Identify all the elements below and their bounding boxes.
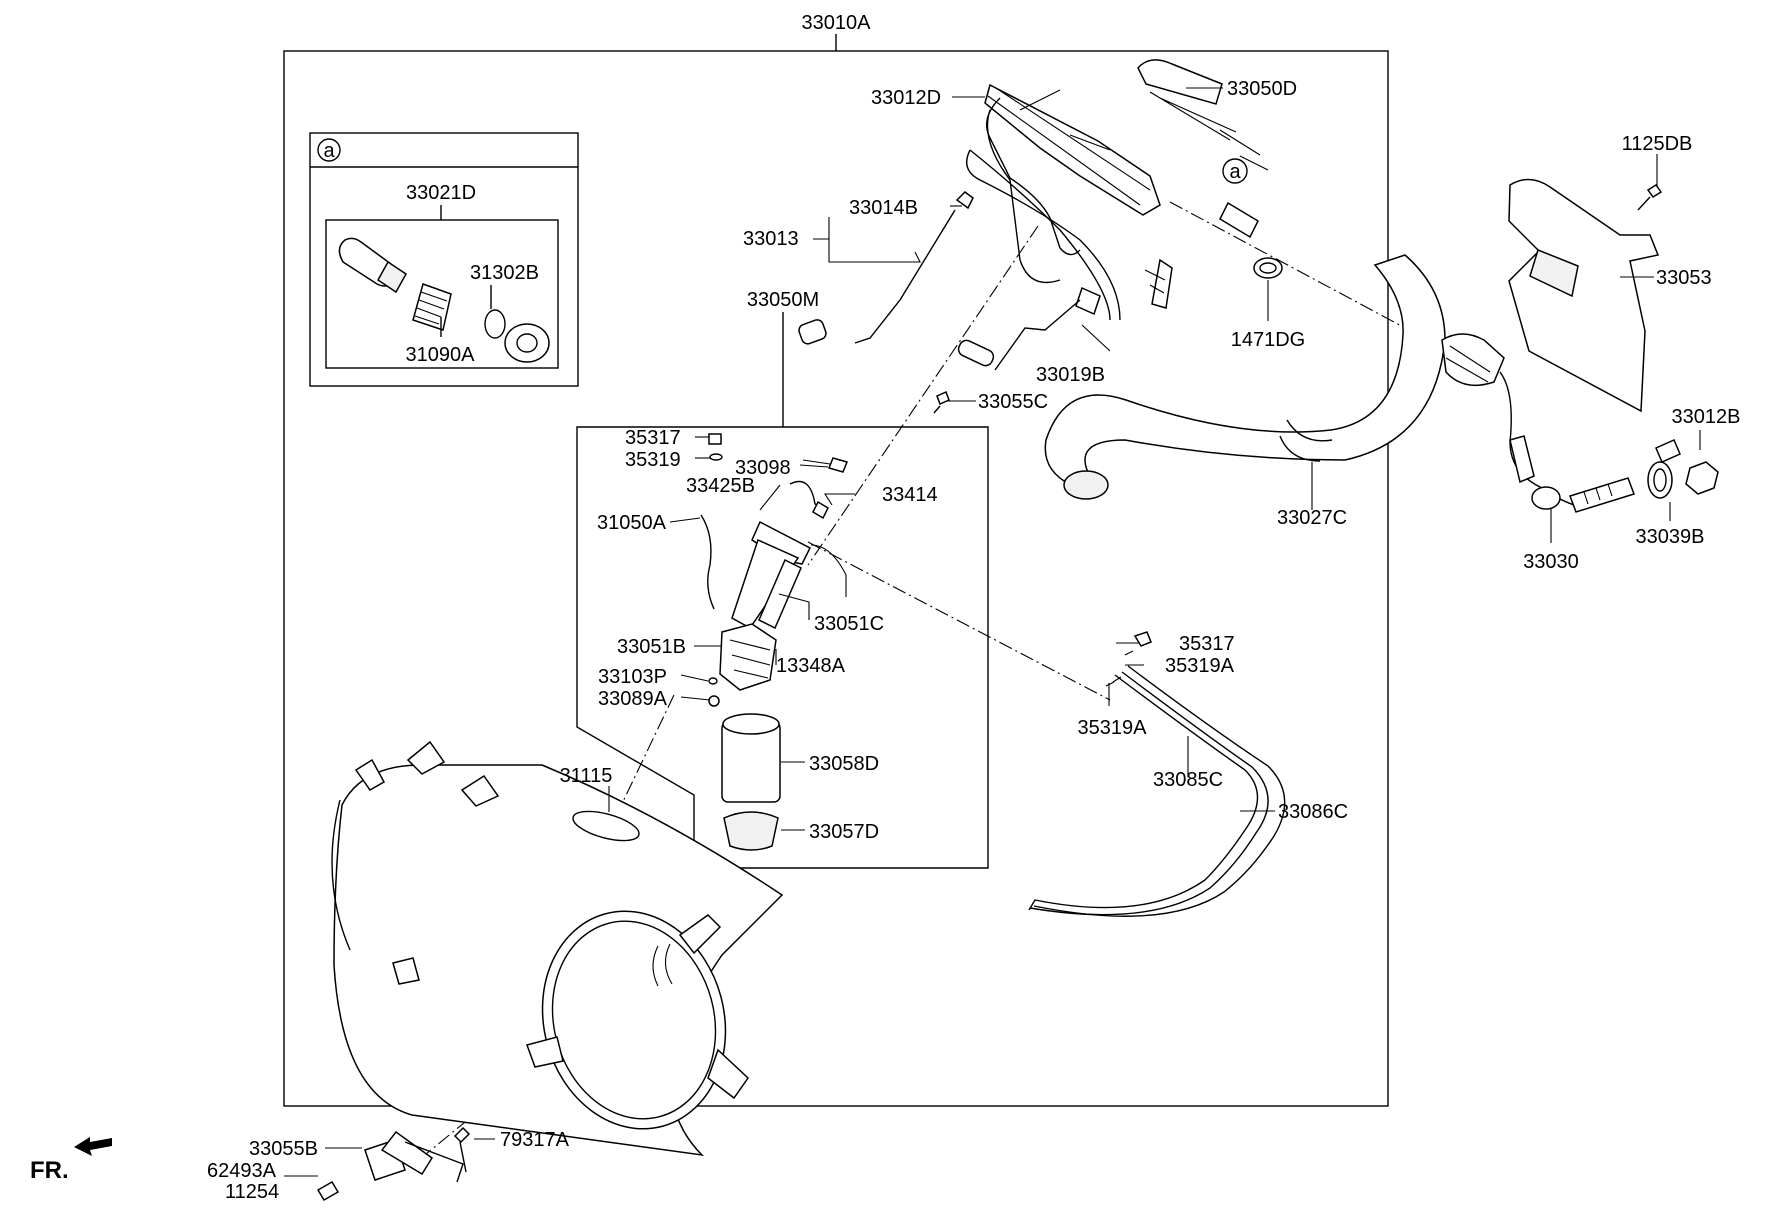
label-33057D: 33057D [809,821,879,843]
label-33051C: 33051C [814,613,884,635]
label-33098: 33098 [735,457,791,479]
label-33425B: 33425B [686,475,755,497]
label-31090A: 31090A [406,344,476,366]
label-33085C: 33085C [1153,769,1223,791]
screw-33055C-drawing [933,390,950,414]
callout-circle-letter: a [1229,161,1241,183]
label-33055B: 33055B [249,1138,318,1160]
label-33055C: 33055C [978,391,1048,413]
filter-cap-drawing [504,323,550,363]
o-ring-drawing [484,309,506,339]
filter-element-drawing [412,283,452,331]
fuel-filter-housing-drawing [338,237,407,294]
label-31050A: 31050A [597,512,667,534]
fuel-door-bracket-drawing [1137,59,1269,171]
label-33019B: 33019B [1036,364,1105,386]
label-62493A: 62493A [207,1160,277,1182]
vapor-lines-drawing [1028,631,1286,917]
label-35319A-upper: 35319A [1165,655,1235,677]
filler-hose-drawing [1044,254,1446,500]
label-33103P: 33103P [598,666,667,688]
label-35317-top: 35317 [625,427,681,449]
filler-assembly-drawing [984,83,1173,309]
pump-module-internals [700,433,849,851]
fuel-tank-drawing [331,740,784,1157]
fuel-sender-33013-drawing [798,191,974,345]
tank-gasket-31115-drawing [572,810,640,842]
label-33086C: 33086C [1278,801,1348,823]
filler-neck-33030-drawing [1441,333,1719,513]
label-33050M: 33050M [747,289,819,311]
label-33027C: 33027C [1277,507,1347,529]
label-31302B: 31302B [470,262,539,284]
breather-hose-drawing [966,149,1121,321]
leader-lines [284,87,1701,1177]
label-33012B: 33012B [1672,406,1741,428]
label-33414: 33414 [882,484,938,506]
label-33050D: 33050D [1227,78,1297,100]
detail-box-a: a 33021D 31302B 31090A [309,132,579,387]
fuel-sender-33019B-drawing [957,286,1101,371]
tank-strap-bracket-drawing [316,1126,471,1202]
part-labels: 33012D 33050D 1125DB 33053 33014B 33013 … [207,78,1740,1203]
label-35319: 35319 [625,449,681,471]
front-arrow-icon [74,1137,112,1156]
label-33039B: 33039B [1636,526,1705,548]
label-13348A: 13348A [776,655,846,677]
label-79317A: 79317A [500,1129,570,1151]
front-label: FR. [30,1157,69,1184]
label-33053: 33053 [1656,267,1712,289]
label-1125DB: 1125DB [1622,133,1693,155]
label-35317-right: 35317 [1179,633,1235,655]
label-33058D: 33058D [809,753,879,775]
detail-box-label: 33021D [406,182,476,204]
label-33012D: 33012D [871,87,941,109]
label-33014B: 33014B [849,197,918,219]
label-33030: 33030 [1523,551,1579,573]
label-35319A-lower: 35319A [1078,717,1148,739]
detail-box-circle-letter: a [323,140,335,162]
bolt-1125DB-drawing [1637,183,1663,211]
hose-clamp-drawing [1253,257,1283,279]
front-direction-marker: FR. [30,1137,112,1184]
label-33051B: 33051B [617,636,686,658]
label-33013: 33013 [743,228,799,250]
label-11254: 11254 [225,1181,279,1203]
label-33089A: 33089A [598,688,668,710]
filler-cap-assembly-drawing: a [1219,158,1259,239]
main-assembly-label: 33010A [802,12,872,34]
label-31115: 31115 [560,765,613,787]
heat-shield-drawing [1508,178,1660,413]
label-1471DG: 1471DG [1231,329,1306,351]
main-assembly-frame: 33010A [283,12,1389,1107]
